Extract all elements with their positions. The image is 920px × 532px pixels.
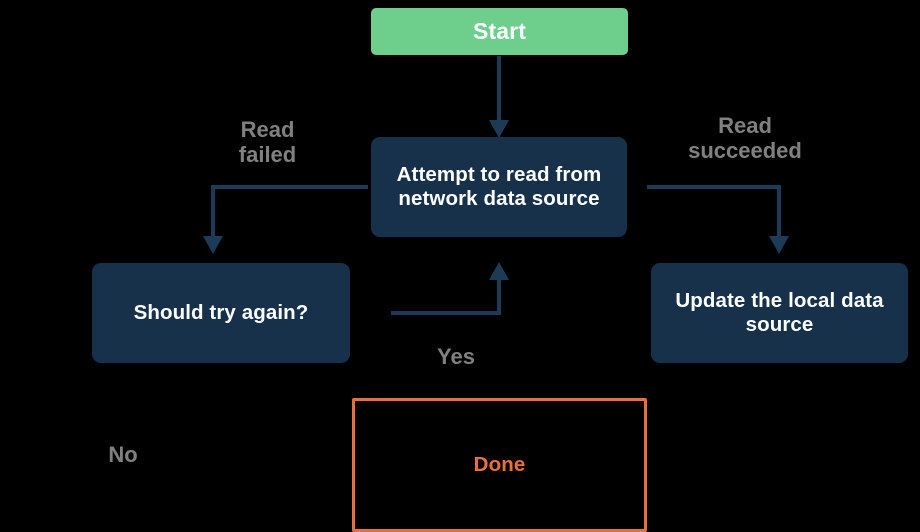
- node-should-try-again[interactable]: Should try again?: [92, 263, 350, 363]
- edge-label-read-succeeded: Read succeeded: [688, 113, 802, 164]
- node-update-local-data-source[interactable]: Update the local data source: [651, 263, 908, 363]
- node-attempt-to-read[interactable]: Attempt to read from network data source: [371, 137, 627, 237]
- node-done[interactable]: Done: [352, 398, 647, 532]
- edge-label-no: No: [108, 442, 138, 467]
- edge-attempt-to-should-try: [203, 185, 368, 254]
- edge-start-to-attempt: [489, 56, 509, 138]
- edge-label-yes: Yes: [437, 344, 475, 369]
- node-start[interactable]: Start: [371, 8, 628, 55]
- edge-label-read-failed: Read failed: [238, 117, 297, 168]
- edge-attempt-to-update: [647, 185, 789, 254]
- edge-should-try-yes-to-attempt: [391, 262, 509, 315]
